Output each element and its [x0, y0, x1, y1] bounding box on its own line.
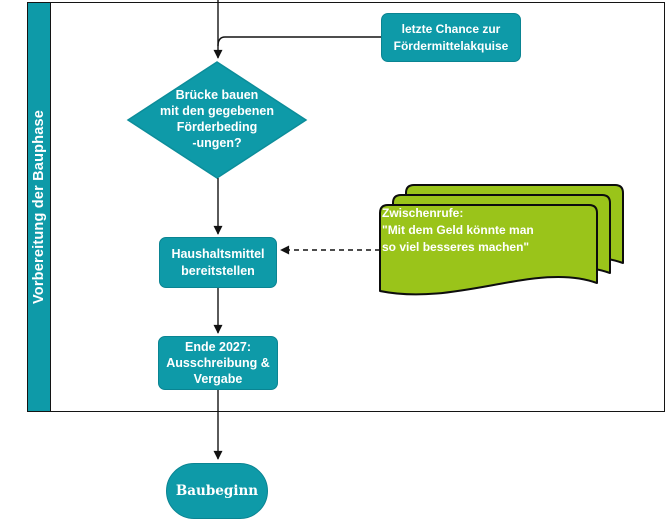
- decision-line2: mit den gegebenen: [160, 104, 274, 118]
- node-ende-2027-line1: Ende 2027:: [184, 340, 251, 354]
- node-haushaltsmittel-line1: Haushaltsmittel: [171, 247, 265, 261]
- node-ende-2027-line2: Ausschreibung &: [166, 356, 270, 370]
- decision-line4: -ungen?: [192, 136, 242, 150]
- node-letzte-chance-line1: letzte Chance zur: [401, 22, 501, 36]
- zwischenrufe-line1: Zwischenrufe:: [382, 206, 464, 220]
- connector-letzte-chance: [217, 36, 381, 47]
- node-ende-2027-line3: Vergabe: [193, 372, 243, 386]
- node-letzte-chance: letzte Chance zur Fördermittelakquise: [381, 13, 521, 62]
- node-decision-bruecke-label: Brücke bauen mit den gegebenen Förderbed…: [127, 87, 307, 151]
- zwischenrufe-line2: "Mit dem Geld könnte man: [382, 223, 534, 237]
- node-haushaltsmittel: Haushaltsmittel bereitstellen: [159, 237, 277, 288]
- decision-diamond-shape: [126, 61, 308, 179]
- node-zwischenrufe-label: Zwischenrufe: "Mit dem Geld könnte man s…: [382, 205, 597, 256]
- decision-line3: Förderbeding: [176, 120, 258, 134]
- node-ende-2027: Ende 2027: Ausschreibung & Vergabe: [158, 336, 278, 390]
- node-letzte-chance-line2: Fördermittelakquise: [393, 38, 509, 53]
- document-shape-front: [379, 204, 598, 296]
- node-baubeginn: Baubeginn: [166, 463, 268, 519]
- node-baubeginn-label: Baubeginn: [175, 483, 259, 499]
- node-haushaltsmittel-line2: bereitstellen: [181, 263, 255, 278]
- decision-line1: Brücke bauen: [175, 88, 259, 102]
- zwischenrufe-line3: so viel besseres machen": [382, 240, 530, 254]
- swimlane-label-strip: Vorbereitung der Bauphase: [28, 3, 51, 411]
